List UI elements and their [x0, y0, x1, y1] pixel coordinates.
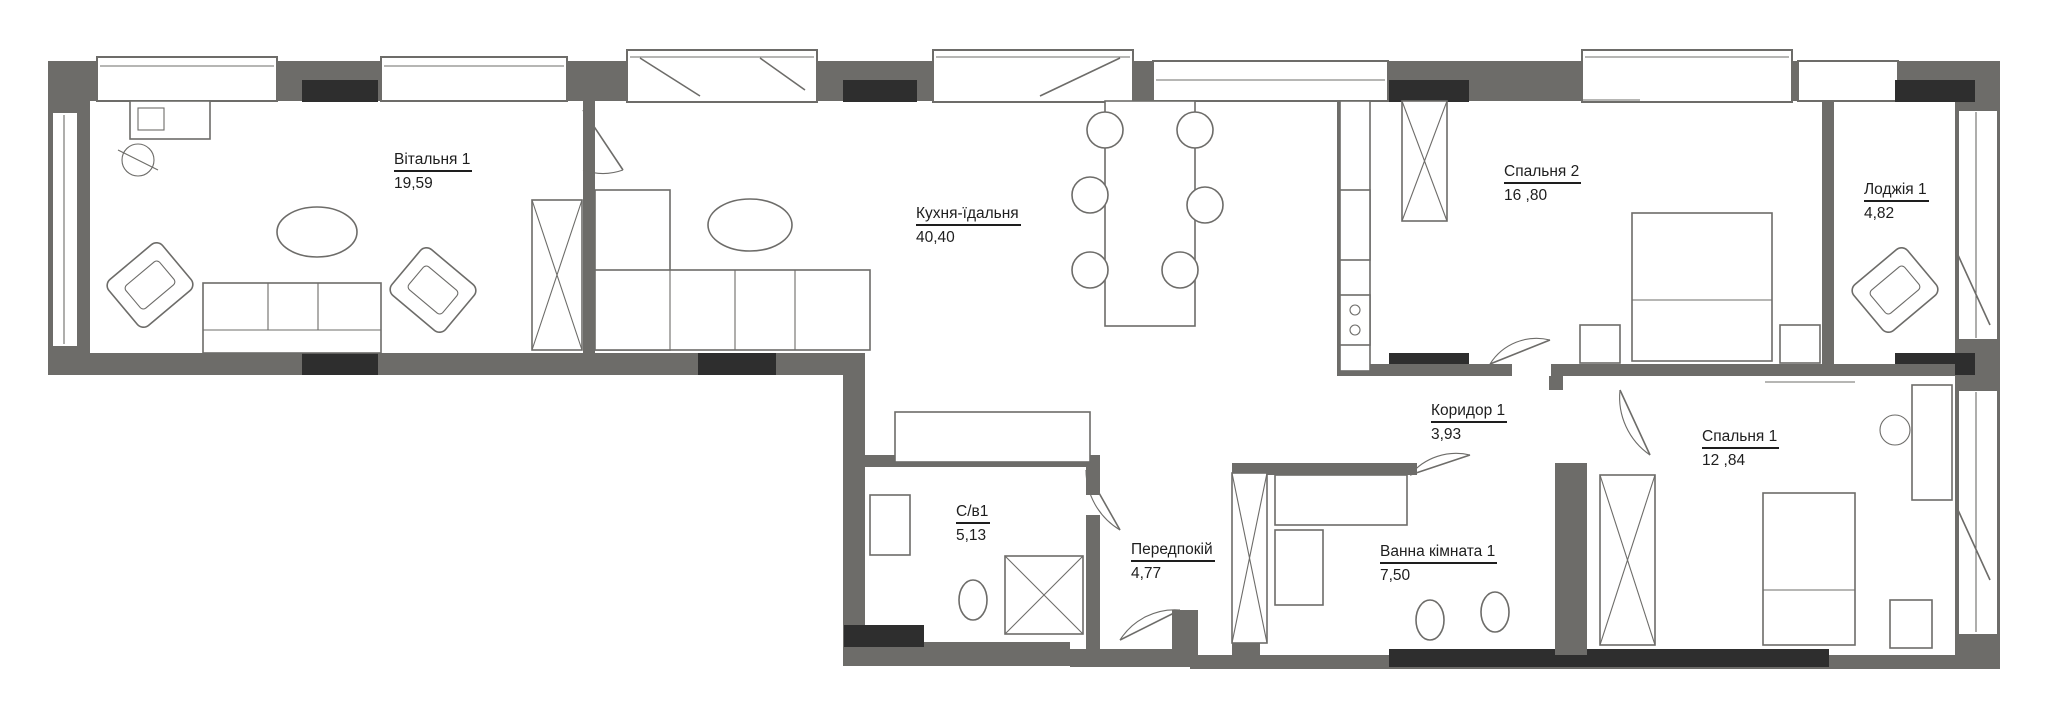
room-name: Спальня 2 — [1504, 162, 1582, 184]
room-area: 5,13 — [956, 527, 987, 544]
room-label-living: Вітальня 1 19,59 — [394, 150, 473, 193]
doors — [582, 109, 1651, 665]
room-name: Лоджія 1 — [1864, 180, 1929, 202]
windows — [51, 49, 1999, 636]
room-area: 12 ,84 — [1702, 452, 1746, 469]
room-label-bedroom-2: Спальня 2 16 ,80 — [1504, 162, 1582, 205]
room-name: Коридор 1 — [1431, 401, 1508, 423]
bedroom-2-furniture — [1401, 99, 1821, 364]
room-name: С/в1 — [956, 502, 991, 524]
room-label-loggia: Лоджія 1 4,82 — [1864, 180, 1929, 223]
room-label-bedroom-1: Спальня 1 12 ,84 — [1702, 427, 1780, 470]
room-area: 19,59 — [394, 175, 433, 192]
wc-fixtures — [869, 411, 1091, 635]
room-name: Кухня-їдальня — [916, 204, 1021, 226]
room-label-bathroom: Ванна кімната 1 7,50 — [1380, 542, 1498, 585]
bedroom-1-furniture — [1599, 381, 1953, 649]
room-label-corridor: Коридор 1 3,93 — [1431, 401, 1508, 444]
living-room-furniture — [106, 100, 583, 354]
room-label-hall: Передпокій 4,77 — [1131, 540, 1215, 583]
room-area: 40,40 — [916, 229, 955, 246]
dining-chairs — [1071, 111, 1224, 289]
bathroom-fixtures — [1231, 472, 1510, 644]
room-area: 7,50 — [1380, 567, 1411, 584]
interior-walls — [583, 101, 1955, 655]
room-area: 4,77 — [1131, 565, 1162, 582]
room-name: Вітальня 1 — [394, 150, 473, 172]
room-label-wc: С/в1 5,13 — [956, 502, 991, 545]
room-label-kitchen: Кухня-їдальня 40,40 — [916, 204, 1021, 247]
kitchen-furniture — [594, 100, 1371, 372]
room-name: Спальня 1 — [1702, 427, 1780, 449]
room-area: 3,93 — [1431, 426, 1462, 443]
room-area: 4,82 — [1864, 205, 1895, 222]
room-name: Передпокій — [1131, 540, 1215, 562]
room-name: Ванна кімната 1 — [1380, 542, 1498, 564]
loggia-furniture — [1851, 246, 1939, 334]
room-area: 16 ,80 — [1504, 187, 1548, 204]
